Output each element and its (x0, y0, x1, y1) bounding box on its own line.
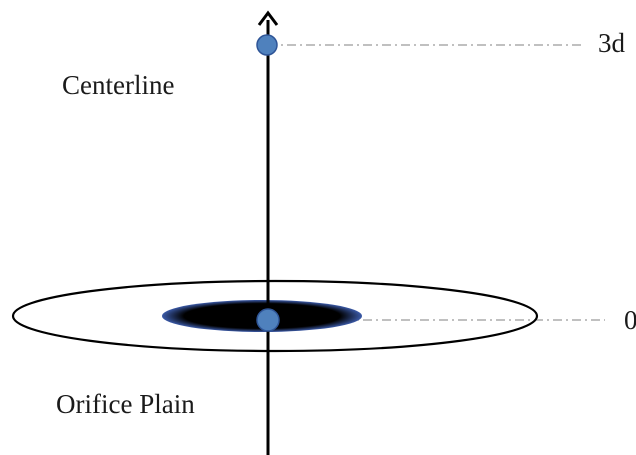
bottom-point (256, 308, 280, 332)
orifice-plain-label: Orifice Plain (56, 389, 195, 419)
top-point (256, 34, 278, 56)
top-marker-label: 3d (598, 28, 625, 58)
bottom-marker-label: 0 (624, 305, 636, 335)
centerline-label: Centerline (62, 70, 175, 100)
orifice-plane-ellipse (11, 279, 539, 353)
arrow-up-icon (257, 10, 279, 26)
